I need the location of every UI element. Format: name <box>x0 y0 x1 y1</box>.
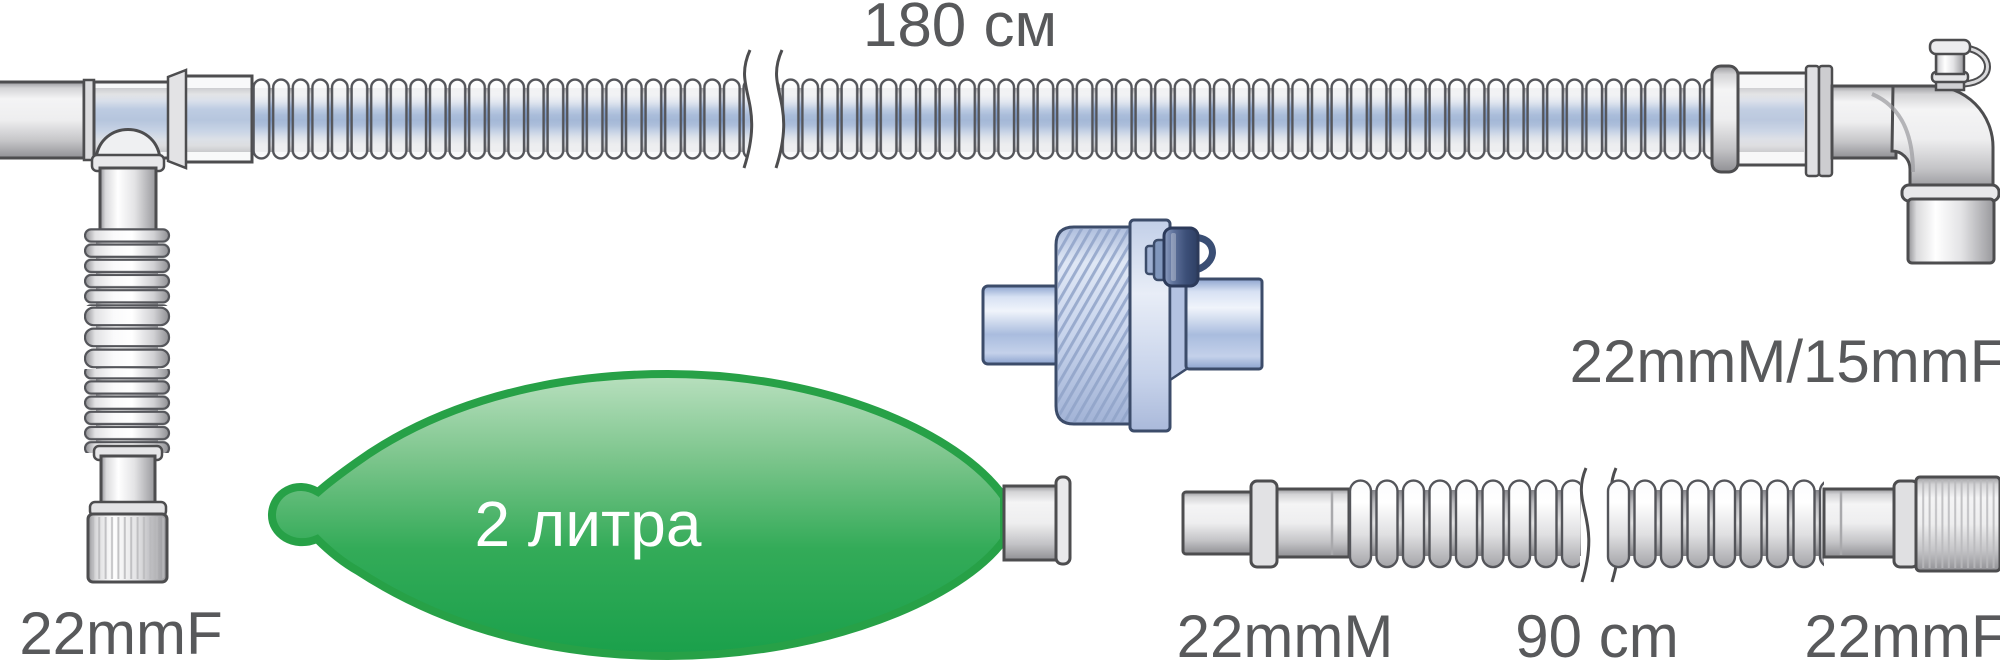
male-tip-22mmM <box>1181 490 1255 556</box>
bag-neck <box>1002 484 1058 562</box>
cuff-flare <box>1892 479 1920 569</box>
corrugations-a <box>1348 479 1580 571</box>
filter-left-port <box>981 284 1061 366</box>
filter-luer-cap <box>1162 226 1200 288</box>
hme-filter <box>981 218 1264 433</box>
elbow-inlet <box>1830 84 1898 160</box>
limb-lower-cylinder <box>99 454 157 506</box>
expandable-limb <box>84 153 172 584</box>
cuff-grip-stripes <box>1918 480 1998 568</box>
break-mark-band <box>744 50 784 168</box>
t-piece-branch-dome <box>94 128 162 160</box>
elbow-connector <box>1830 38 2000 265</box>
filter-drum-ribbing <box>1058 229 1130 422</box>
label-short-tube-left-port: 22mmM <box>1177 603 1394 669</box>
extension-tube-90cm <box>1181 467 2000 583</box>
socket-lip <box>166 68 188 170</box>
label-left-limb-port: 22mmF <box>19 600 222 667</box>
elbow-socket <box>1736 71 1810 167</box>
socket-ridge <box>1804 64 1821 178</box>
break-mark-line <box>742 49 754 169</box>
label-bag-volume: 2 литра <box>475 488 702 560</box>
break-mark-line <box>1579 467 1591 583</box>
label-short-tube-length: 90 cm <box>1515 603 1678 669</box>
machine-end-port <box>0 80 86 160</box>
luer-cap-body <box>1934 50 1966 76</box>
bag-body <box>268 369 1008 661</box>
limb-bellows-tight-lower <box>84 369 172 453</box>
reservoir-bag-2l <box>268 369 1072 661</box>
bag-neck-disc <box>1054 475 1072 566</box>
limb-upper-cylinder <box>98 166 158 232</box>
corrugations-180cm <box>252 78 1714 160</box>
end-connector <box>1822 487 1898 559</box>
cuff-grip-stripes <box>90 517 165 579</box>
socket-ridge <box>1817 64 1834 178</box>
main-breathing-tube <box>0 49 1834 178</box>
limb-bellows-stretched <box>84 306 172 369</box>
label-main-tube-length: 180 см <box>863 0 1057 60</box>
limb-bellows-tight-upper <box>84 228 172 306</box>
flare-ring <box>1710 64 1740 174</box>
luer-cap-top <box>1928 38 1972 56</box>
luer-cap-tether-highlight <box>1963 46 1989 86</box>
elbow-shading <box>1871 92 1915 173</box>
t-piece-socket <box>182 74 254 164</box>
filter-right-port <box>1184 277 1264 371</box>
label-short-tube-right-port: 22mmF <box>1804 603 2000 669</box>
sleeve <box>1275 487 1351 559</box>
filter-cap-highlight <box>1171 233 1176 281</box>
corrugations-b <box>1606 479 1824 571</box>
label-elbow-port: 22mmM/15mmF <box>1570 328 2000 395</box>
male-flange <box>1249 479 1279 569</box>
patient-port-cuff <box>1906 197 1996 265</box>
break-mark-line <box>774 49 786 169</box>
